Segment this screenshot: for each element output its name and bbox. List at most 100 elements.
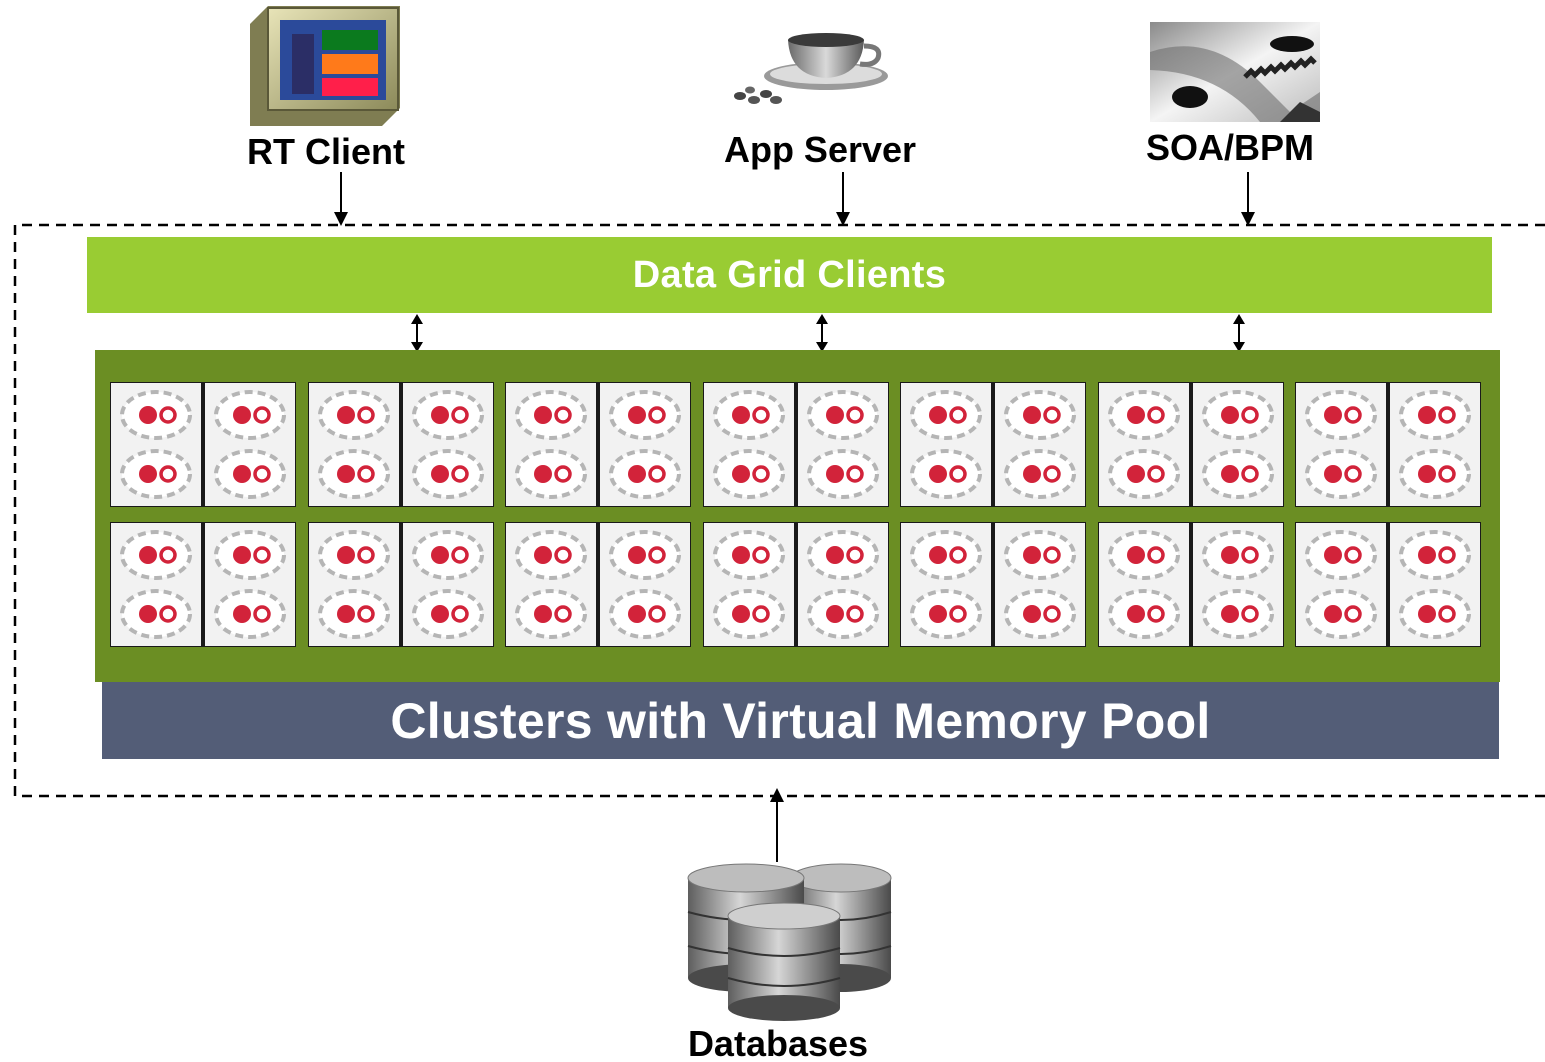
cluster-node-group xyxy=(505,522,691,647)
cache-instance-icon xyxy=(316,388,392,442)
cache-instance-icon xyxy=(1397,528,1473,582)
cache-instance-icon xyxy=(316,587,392,641)
database-stack-icon xyxy=(686,862,896,1027)
cache-instance-icon xyxy=(1303,447,1379,501)
cache-instance-icon xyxy=(513,528,589,582)
cluster-node xyxy=(600,523,690,646)
rt-client-label: RT Client xyxy=(247,131,405,172)
gears-icon xyxy=(1150,22,1320,127)
cache-instance-icon xyxy=(711,587,787,641)
cache-instance-icon xyxy=(1106,528,1182,582)
cluster-node xyxy=(1098,523,1189,646)
cache-instance-icon xyxy=(410,447,486,501)
cache-instance-icon xyxy=(805,587,881,641)
cluster-node xyxy=(1192,523,1283,646)
cache-instance-icon xyxy=(212,587,288,641)
cache-instance-icon xyxy=(1002,587,1078,641)
data-grid-clients-bar: Data Grid Clients xyxy=(87,237,1492,313)
cache-instance-icon xyxy=(513,388,589,442)
bidirectional-arrow-left xyxy=(411,314,423,352)
cache-instance-icon xyxy=(805,447,881,501)
cluster-node xyxy=(703,523,794,646)
cache-instance-icon xyxy=(711,528,787,582)
cache-instance-icon xyxy=(1397,587,1473,641)
cluster-node xyxy=(402,383,493,506)
cluster-node xyxy=(797,523,888,646)
soa-bpm-arrow xyxy=(1241,172,1255,226)
cache-instance-icon xyxy=(212,388,288,442)
cache-instance-icon xyxy=(1200,528,1276,582)
virtual-memory-pool-label: Clusters with Virtual Memory Pool xyxy=(390,692,1211,749)
data-grid-clients-label: Data Grid Clients xyxy=(632,253,947,296)
cluster-node xyxy=(111,523,201,646)
cache-instance-icon xyxy=(1002,447,1078,501)
cache-instance-icon xyxy=(1303,528,1379,582)
cluster-node xyxy=(506,523,596,646)
cluster-node xyxy=(901,523,991,646)
cluster-nodes-panel xyxy=(95,350,1500,682)
cache-instance-icon xyxy=(1397,388,1473,442)
cluster-node xyxy=(1296,523,1386,646)
cluster-node xyxy=(205,523,295,646)
cache-instance-icon xyxy=(1200,447,1276,501)
cluster-node xyxy=(600,383,690,506)
cache-instance-icon xyxy=(1002,388,1078,442)
cluster-node xyxy=(901,383,991,506)
cache-instance-icon xyxy=(711,447,787,501)
cache-instance-icon xyxy=(607,587,683,641)
cluster-node-group xyxy=(1097,522,1284,647)
cache-instance-icon xyxy=(805,388,881,442)
cache-instance-icon xyxy=(212,528,288,582)
cache-instance-icon xyxy=(1303,587,1379,641)
cache-instance-icon xyxy=(908,388,984,442)
rt-client-arrow xyxy=(334,172,348,226)
cache-instance-icon xyxy=(607,447,683,501)
cache-instance-icon xyxy=(1106,587,1182,641)
databases-label: Databases xyxy=(687,1023,869,1062)
cluster-node xyxy=(1192,383,1283,506)
soa-bpm-label: SOA/BPM xyxy=(1145,127,1314,168)
dashboard-monitor-icon xyxy=(250,6,402,131)
cluster-node-group xyxy=(900,522,1086,647)
cluster-node-group xyxy=(307,522,494,647)
cache-instance-icon xyxy=(513,587,589,641)
cache-instance-icon xyxy=(118,587,194,641)
cache-instance-icon xyxy=(1397,447,1473,501)
cache-instance-icon xyxy=(316,447,392,501)
cache-instance-icon xyxy=(1200,388,1276,442)
cache-instance-icon xyxy=(1303,388,1379,442)
cache-instance-icon xyxy=(212,447,288,501)
cluster-node-group xyxy=(1295,522,1481,647)
cluster-node-group xyxy=(307,382,494,507)
cluster-node xyxy=(308,383,399,506)
cluster-node xyxy=(703,383,794,506)
app-server-label: App Server xyxy=(723,129,917,170)
app-server-arrow xyxy=(836,172,850,226)
cluster-node xyxy=(506,383,596,506)
bidirectional-arrow-center xyxy=(816,314,828,352)
cache-instance-icon xyxy=(513,447,589,501)
cache-instance-icon xyxy=(118,528,194,582)
cluster-node-group xyxy=(110,522,296,647)
cluster-node-group xyxy=(505,382,691,507)
cache-instance-icon xyxy=(118,388,194,442)
cluster-node xyxy=(308,523,399,646)
cluster-node-group xyxy=(1097,382,1284,507)
cache-instance-icon xyxy=(908,587,984,641)
cluster-node xyxy=(1390,523,1480,646)
virtual-memory-pool-bar: Clusters with Virtual Memory Pool xyxy=(102,682,1499,759)
cluster-node-group xyxy=(702,382,889,507)
cluster-node-group xyxy=(702,522,889,647)
cluster-node xyxy=(995,523,1085,646)
cluster-node xyxy=(797,383,888,506)
cluster-node xyxy=(205,383,295,506)
cache-instance-icon xyxy=(410,587,486,641)
cache-instance-icon xyxy=(1002,528,1078,582)
cluster-node-group xyxy=(1295,382,1481,507)
cache-instance-icon xyxy=(410,528,486,582)
cluster-node-group xyxy=(900,382,1086,507)
cluster-node xyxy=(1390,383,1480,506)
cache-instance-icon xyxy=(607,388,683,442)
cluster-node xyxy=(1296,383,1386,506)
